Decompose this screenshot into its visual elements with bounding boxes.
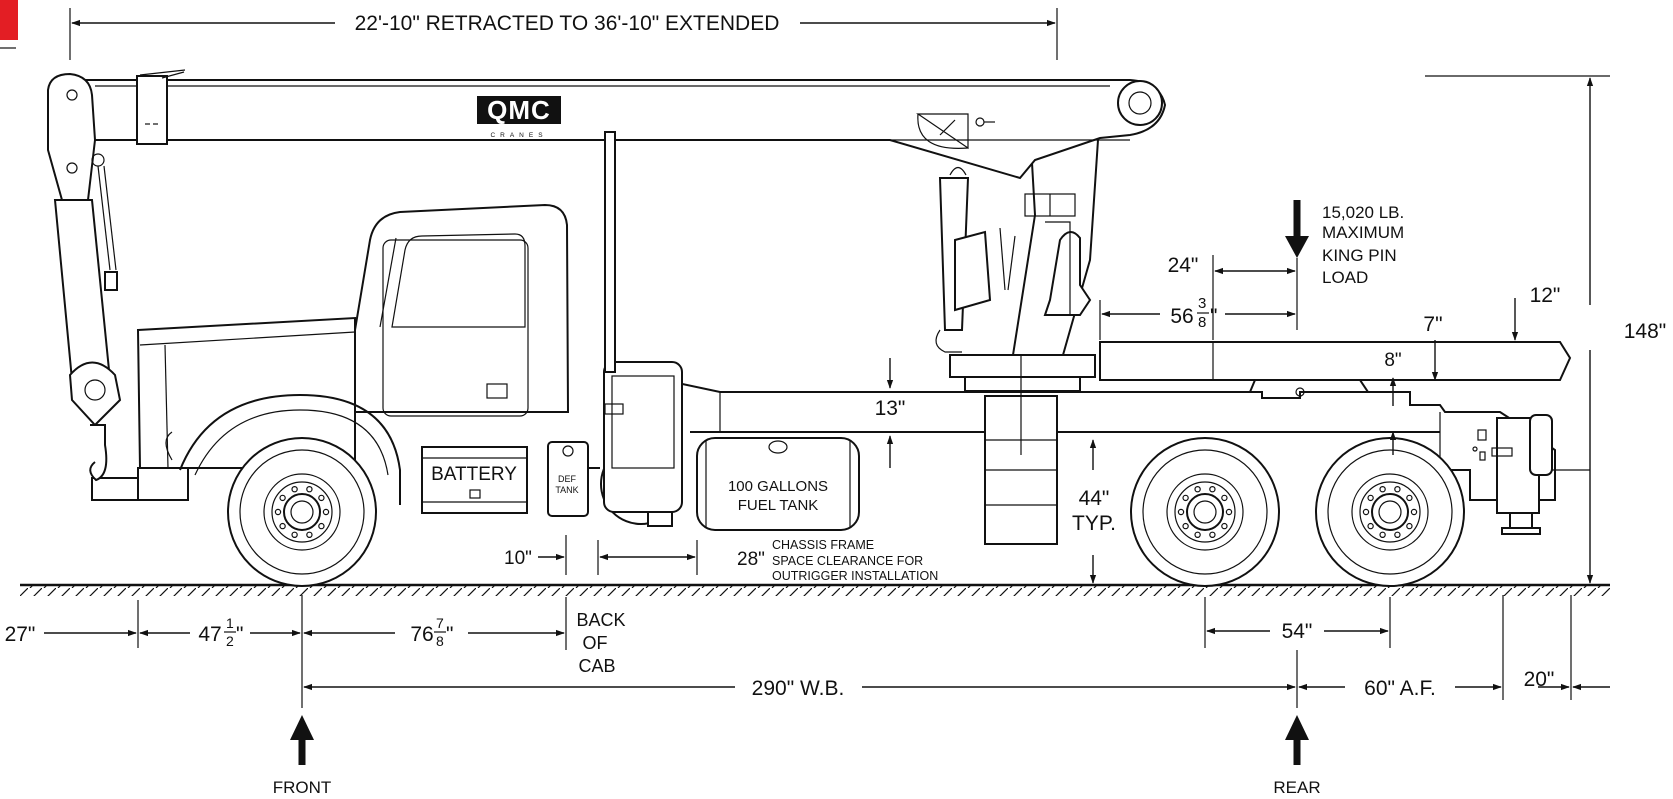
dim-after-frame: 60" A.F. [1298,595,1504,700]
crane-pedestal [949,320,1096,545]
dim-rear-overhang: 20" [1524,595,1610,700]
back-of-cab-line2: OF [583,633,608,653]
page-corner-tab [0,0,18,40]
rear-axle-marker: REAR [1273,715,1321,797]
dim-after-frame-label: 60" A.F. [1364,677,1436,700]
dim-deck-offset-label: 7" [1423,313,1442,336]
front-wheel [227,437,377,587]
front-axle-marker: FRONT [273,715,332,797]
dim-king-pin-offset: 24" [1168,254,1298,340]
dim-axle-to-back-of-cab-whole: 76 [410,623,433,646]
battery-box: BATTERY [421,446,528,514]
dim-deck-thickness-label: 8" [1384,350,1401,371]
def-tank: DEF TANK [547,441,589,517]
dim-tandem-spread-label: 54" [1282,620,1313,643]
dim-frame-height-note: TYP. [1072,512,1116,535]
king-pin-load-line2: MAXIMUM [1322,223,1404,242]
dim-clearance-b-label: 28" [737,549,765,570]
dim-king-pin-to-front-den: 8 [1198,314,1206,331]
dim-boom-length-label: 22'-10" RETRACTED TO 36'-10" EXTENDED [355,12,780,35]
dim-overall-height-label: 148" [1624,320,1667,343]
dim-wheelbase-label: 290" W.B. [752,677,845,700]
chassis-note-line3: OUTRIGGER INSTALLATION [772,569,938,583]
fifth-wheel-deck [1099,341,1572,399]
dim-king-pin-to-front-num: 3 [1198,295,1206,312]
ground [20,583,1610,596]
dim-king-pin-to-front: 56 3 8 " [1099,295,1296,340]
dim-king-pin-offset-label: 24" [1168,254,1199,277]
king-pin-load: 15,020 LB. MAXIMUM KING PIN LOAD [1285,200,1404,287]
back-of-cab-line3: CAB [578,656,615,676]
dim-wheelbase: 290" W.B. [303,650,1298,708]
dim-king-pin-to-front-unit: " [1210,305,1217,328]
exhaust-stack [604,131,616,373]
dim-axle-to-back-of-cab-num: 7 [436,615,444,631]
dim-front-axle-to-bumper: 47 1 2 " [139,615,301,649]
dim-front-axle-to-bumper-num: 1 [226,615,234,631]
chassis-note-line2: SPACE CLEARANCE FOR [772,554,923,568]
fuel-tank-label-line2: FUEL TANK [738,497,819,514]
qmc-logo-text: QMC [487,95,551,125]
def-tank-label-line1: DEF [558,474,577,484]
dim-axle-to-back-of-cab-den: 8 [436,633,444,649]
dim-overall-height: 148" [1425,75,1667,586]
fuel-tank: 100 GALLONS FUEL TANK [696,437,860,531]
dim-tandem-spread: 54" [1204,597,1391,648]
dim-deck-height: 12" 7" [1423,284,1561,341]
dim-frame-depth-label: 13" [875,397,906,420]
dim-frame-height: 44" TYP. [1072,439,1116,584]
air-tank-and-step [600,361,683,527]
back-of-cab-line1: BACK [576,610,625,630]
dim-clearance-a-label: 10" [504,548,532,569]
qmc-logo-tagline: CRANES [490,132,547,139]
king-pin-load-line1: 15,020 LB. [1322,203,1404,222]
rear-wheel-forward [1130,437,1280,587]
front-label: FRONT [273,778,332,797]
rear-label: REAR [1273,778,1320,797]
chassis-note-line1: CHASSIS FRAME [772,538,874,552]
battery-label: BATTERY [431,464,517,485]
dim-axle-to-back-of-cab: 76 7 8 " BACK OF CAB [301,595,626,708]
dim-frame-height-label: 44" [1079,487,1110,510]
dim-rear-overhang-label: 20" [1524,668,1555,691]
dim-king-pin-to-front-whole: 56 [1170,305,1193,328]
dim-front-overhang: 27" [5,600,139,648]
dim-deck-height-label: 12" [1530,284,1561,307]
king-pin-load-line4: LOAD [1322,268,1368,287]
truck-cab [91,203,570,505]
dim-frame-depth: 13" [875,358,906,468]
king-pin-load-line3: KING PIN [1322,246,1397,265]
rear-outrigger [1472,414,1553,535]
jib-and-hook [53,153,122,482]
dim-front-axle-to-bumper-unit: " [236,623,243,646]
dim-deck-thickness: 8" [1384,340,1439,455]
qmc-logo: QMC CRANES [477,95,561,139]
fuel-tank-label-line1: 100 GALLONS [728,478,828,495]
rear-wheel-aft [1315,437,1465,587]
dim-axle-to-back-of-cab-unit: " [446,623,453,646]
dim-boom-length: 22'-10" RETRACTED TO 36'-10" EXTENDED [69,8,1058,60]
dim-front-overhang-label: 27" [5,623,36,646]
def-tank-label-line2: TANK [555,485,578,495]
crane-boom [47,69,1167,201]
dim-clearance: 10" 28" CHASSIS FRAME SPACE CLEARANCE FO… [504,535,938,583]
crane-mast [935,116,1100,356]
dim-front-axle-to-bumper-den: 2 [226,633,234,649]
dim-front-axle-to-bumper-whole: 47 [198,623,221,646]
